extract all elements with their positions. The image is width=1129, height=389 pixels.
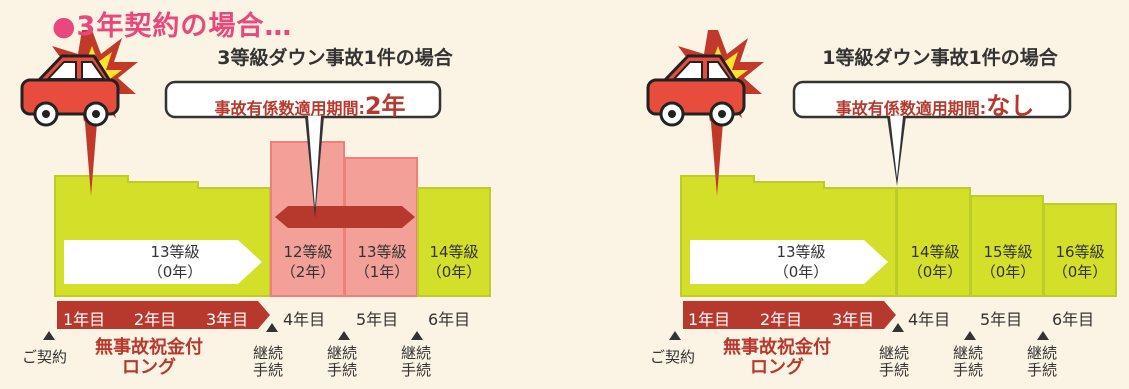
- right-renewal-1-line1: 継続: [878, 344, 909, 362]
- right-year-6: 6年目: [1052, 310, 1095, 329]
- left-cell-3: 13等級 （1年）: [344, 242, 420, 282]
- right-year4-block: [896, 187, 971, 297]
- right-cell-2-grade: 14等級: [910, 243, 960, 261]
- left-cell-3-grade: 13等級: [357, 243, 407, 261]
- right-renewal-1: 継続 手続: [874, 345, 914, 379]
- left-cell-1-years: （0年）: [147, 263, 203, 281]
- right-callout-pointer: [890, 116, 903, 178]
- right-cell-1: 13等級 （0年）: [746, 242, 856, 282]
- left-plan-line2: ロング: [122, 357, 176, 378]
- right-renewal-1-line2: 手続: [878, 361, 909, 379]
- left-cell-3-years: （1年）: [354, 263, 410, 281]
- left-callout-label: 事故有係数適用期間:: [214, 99, 365, 118]
- right-plan-line2: ロング: [750, 357, 804, 378]
- left-triangle-marker-icon-4: [411, 331, 423, 340]
- right-cell-3-grade: 15等級: [983, 243, 1033, 261]
- left-subtitle: 3等級ダウン事故1件の場合: [217, 47, 453, 69]
- left-callout-box: [164, 80, 442, 119]
- right-cell-2-years: （0年）: [907, 263, 963, 281]
- page-title: ●3年契約の場合…: [52, 11, 293, 42]
- left-cell-1: 13等級 （0年）: [120, 242, 230, 282]
- right-contract-label: ご契約: [650, 348, 696, 366]
- right-cell-4-grade: 16等級: [1055, 243, 1105, 261]
- right-year-1: 1年目: [688, 310, 731, 329]
- right-triangle-marker-icon-3: [964, 331, 976, 340]
- left-triangle-marker-icon-1: [43, 331, 55, 340]
- left-grade13-arrow: [64, 240, 262, 284]
- right-year5-block: [970, 195, 1044, 297]
- right-renewal-3-line1: 継続: [1026, 344, 1057, 362]
- right-renewal-3: 継続 手続: [1022, 345, 1062, 379]
- left-cell-4-years: （0年）: [426, 263, 482, 281]
- right-renewal-2-line2: 手続: [952, 361, 983, 379]
- right-cell-3: 15等級 （0年）: [970, 242, 1046, 282]
- right-triangle-marker-icon-2: [892, 323, 904, 332]
- right-cell-1-grade: 13等級: [776, 243, 826, 261]
- right-triangle-marker-icon-4: [1037, 331, 1049, 340]
- right-renewal-3-line2: 手続: [1026, 361, 1057, 379]
- right-cell-2: 14等級 （0年）: [897, 242, 973, 282]
- left-callout-value: 2年: [364, 92, 406, 120]
- left-renewal-3: 継続 手続: [396, 345, 436, 379]
- left-cell-2-years: （2年）: [280, 263, 336, 281]
- right-plan-name: 無事故祝金付 ロング: [714, 338, 840, 378]
- right-grade13-arrow: [690, 240, 888, 284]
- left-year6-block: [417, 187, 491, 297]
- left-period-arrow: [275, 206, 415, 228]
- left-year-1: 1年目: [63, 310, 106, 329]
- right-year-3: 3年目: [832, 310, 875, 329]
- left-renewal-2-line2: 手続: [326, 361, 357, 379]
- right-year6-block: [1043, 203, 1117, 297]
- left-cell-2-grade: 12等級: [283, 243, 333, 261]
- left-renewal-2: 継続 手続: [322, 345, 362, 379]
- right-callout-box: [792, 80, 1072, 119]
- left-renewal-3-line2: 手続: [400, 361, 431, 379]
- left-timeline-band: [57, 301, 270, 329]
- left-cell-4: 14等級 （0年）: [416, 242, 492, 282]
- right-year-5: 5年目: [980, 310, 1023, 329]
- left-renewal-2-line1: 継続: [326, 344, 357, 362]
- left-callout-pointer: [308, 116, 321, 208]
- left-cell-1-grade: 13等級: [150, 243, 200, 261]
- left-year-3: 3年目: [206, 310, 249, 329]
- left-triangle-marker-icon-2: [266, 323, 278, 332]
- right-callout-value: なし: [986, 92, 1035, 120]
- left-plan-line1: 無事故祝金付: [95, 337, 203, 358]
- right-renewal-2-line1: 継続: [952, 344, 983, 362]
- left-crash-pointer: [84, 110, 98, 196]
- right-callout-label: 事故有係数適用期間:: [835, 99, 987, 118]
- left-renewal-1: 継続 手続: [248, 345, 288, 379]
- right-year-4: 4年目: [908, 310, 951, 329]
- left-triangle-marker-icon-3: [338, 331, 350, 340]
- right-callout: 事故有係数適用期間:なし: [794, 86, 1076, 121]
- right-cell-1-years: （0年）: [773, 263, 829, 281]
- right-cell-3-years: （0年）: [980, 263, 1036, 281]
- left-renewal-1-line1: 継続: [252, 344, 283, 362]
- left-year-4: 4年目: [283, 310, 326, 329]
- left-cell-2: 12等級 （2年）: [270, 242, 346, 282]
- left-renewal-3-line1: 継続: [400, 344, 431, 362]
- right-cell-4-years: （0年）: [1052, 263, 1108, 281]
- right-cell-4: 16等級 （0年）: [1042, 242, 1118, 282]
- left-contract-label: ご契約: [22, 348, 68, 366]
- right-renewal-2: 継続 手続: [948, 345, 988, 379]
- right-crash-pointer: [710, 110, 724, 196]
- left-cell-4-grade: 14等級: [429, 243, 479, 261]
- right-triangle-marker-icon-1: [669, 331, 681, 340]
- left-year-2: 2年目: [134, 310, 177, 329]
- left-plan-name: 無事故祝金付 ロング: [86, 338, 212, 378]
- right-timeline-band: [683, 301, 896, 329]
- right-plan-line1: 無事故祝金付: [723, 337, 831, 358]
- left-callout: 事故有係数適用期間:2年: [166, 86, 454, 121]
- left-year-6: 6年目: [428, 310, 471, 329]
- left-renewal-1-line2: 手続: [252, 361, 283, 379]
- right-year-2: 2年目: [760, 310, 803, 329]
- left-year-5: 5年目: [356, 310, 399, 329]
- right-subtitle: 1等級ダウン事故1件の場合: [822, 47, 1058, 69]
